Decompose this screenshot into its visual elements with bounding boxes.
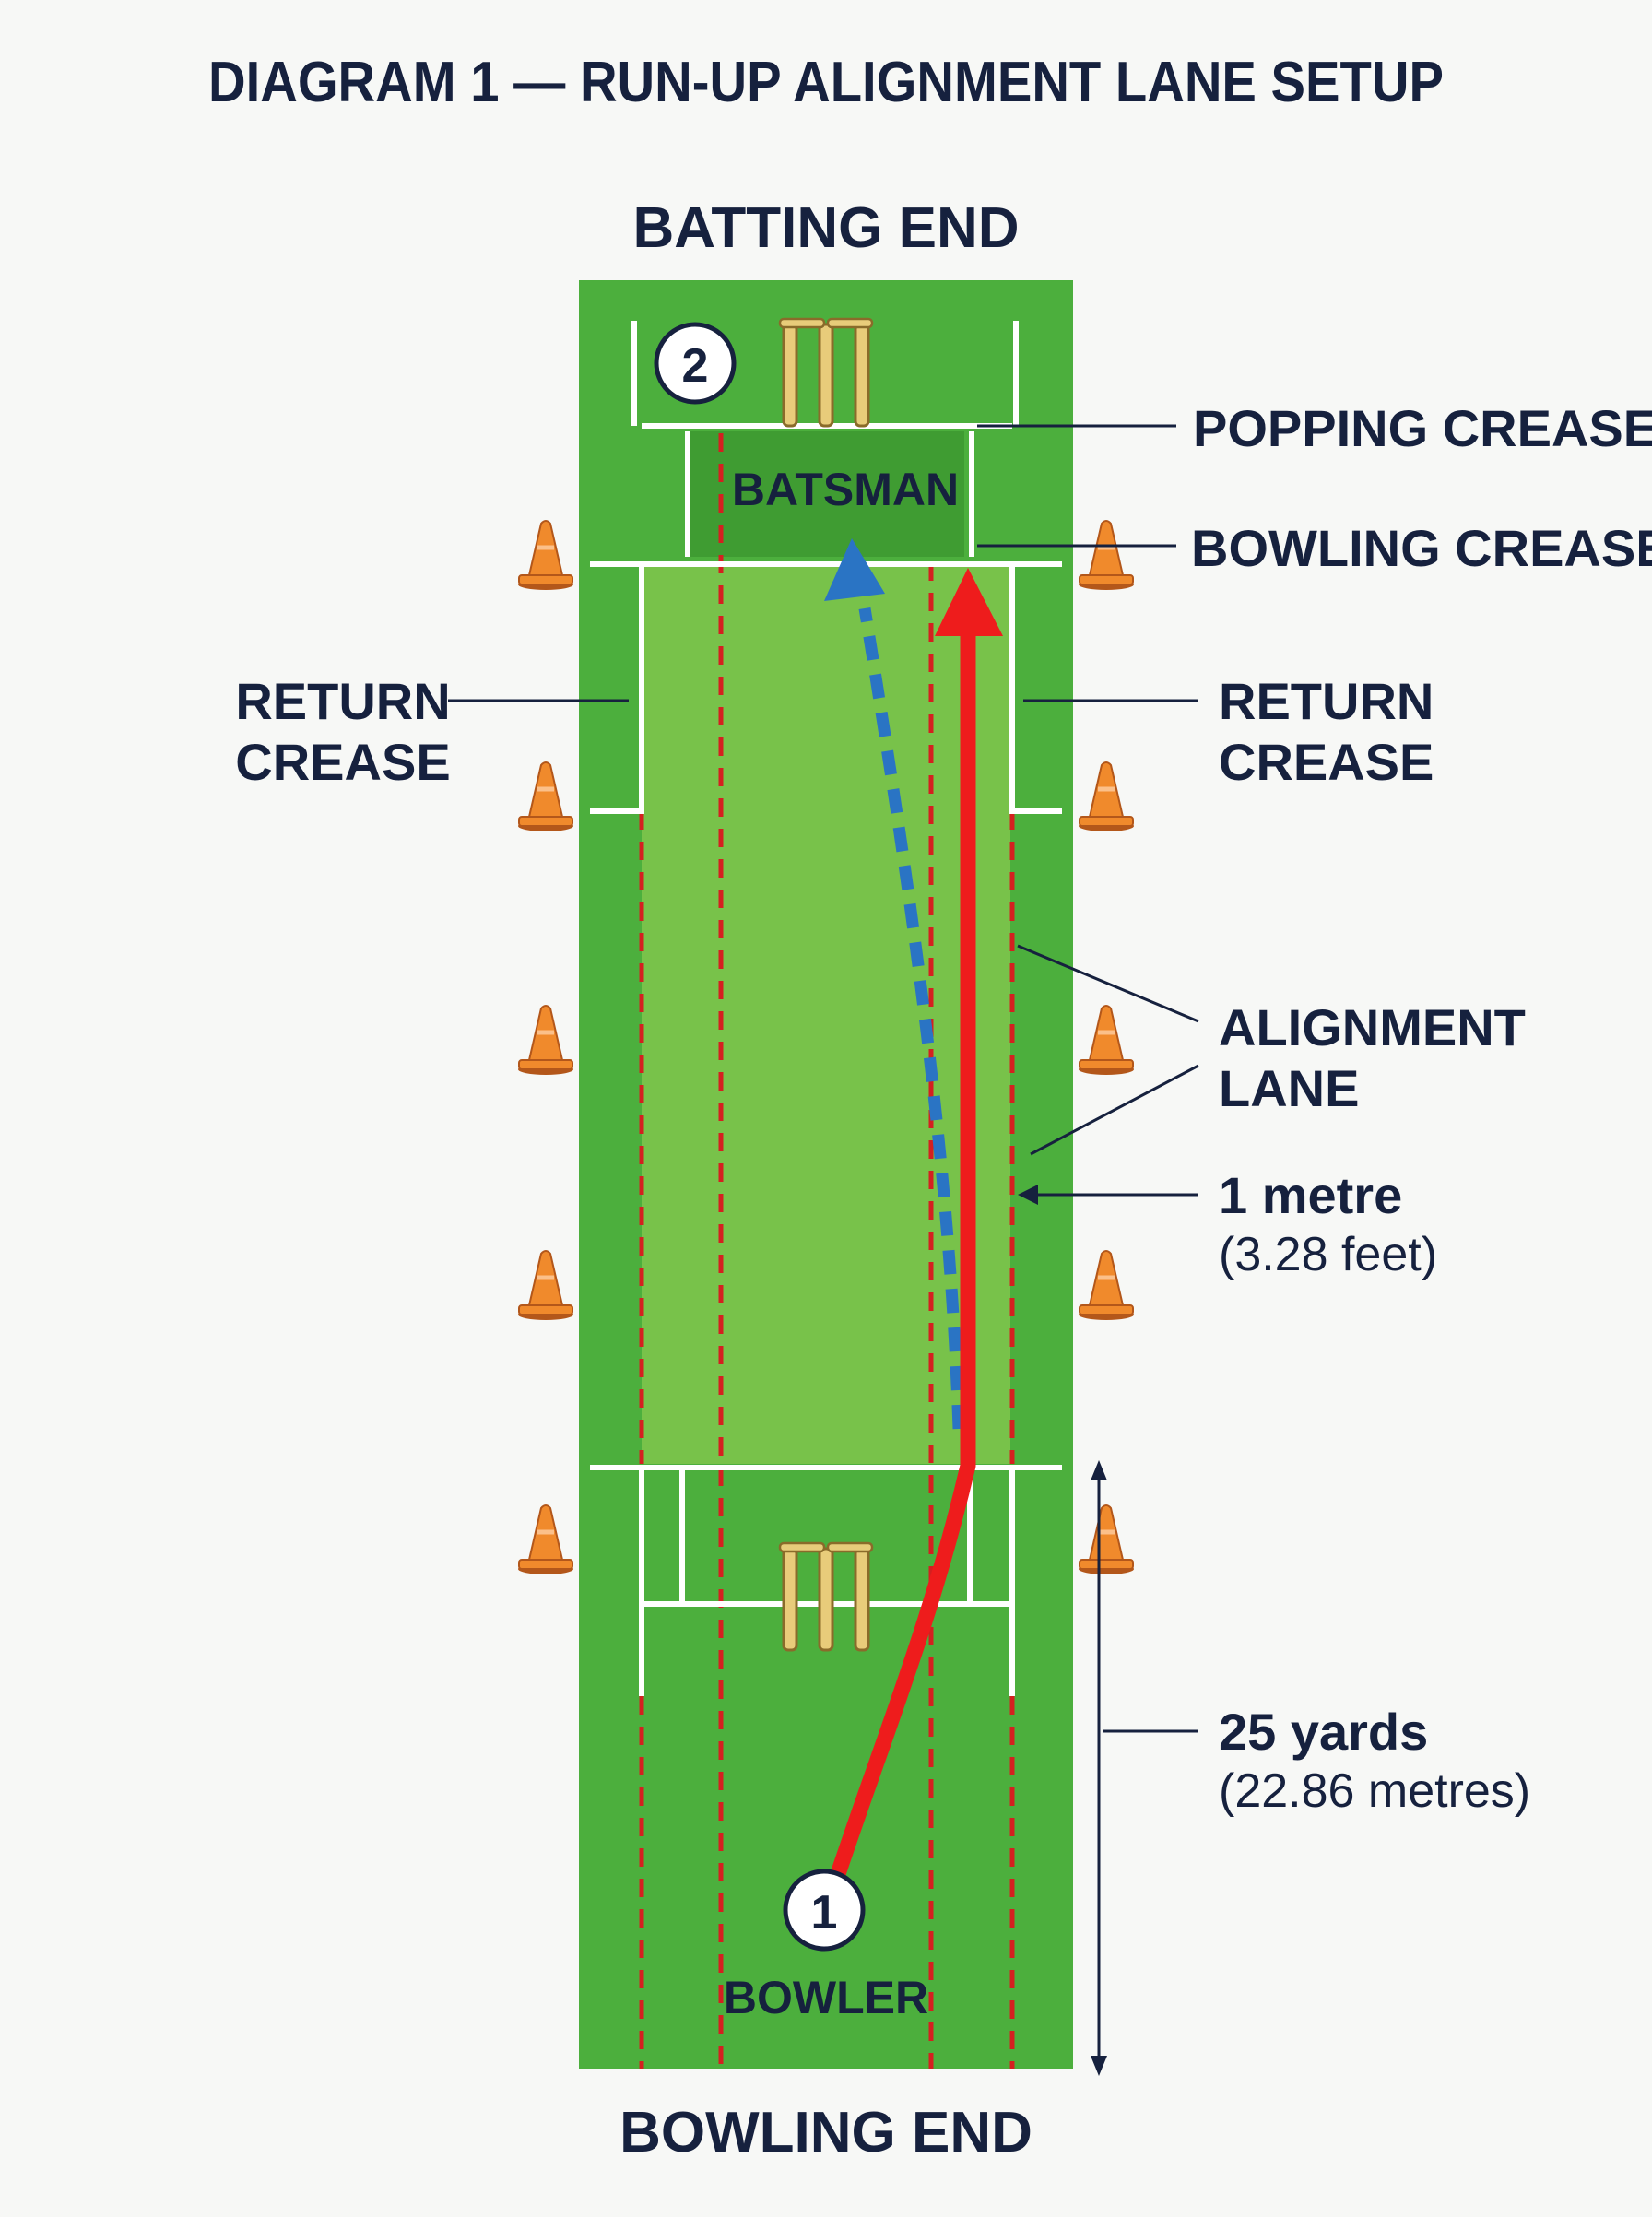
bowling-crease-label: BOWLING CREASE: [1191, 519, 1652, 577]
bowling-end-label: BOWLING END: [620, 2101, 1032, 2164]
top-return-crease-left-lower: [590, 564, 644, 814]
cone-icon: [1079, 521, 1134, 590]
arrow-head-icon: [824, 538, 885, 601]
delivery-path: [824, 538, 965, 1430]
player-marker-icon: [783, 1869, 866, 1952]
alignment-lane-label-line2: LANE: [1219, 1059, 1359, 1117]
lane-width-sub: (3.28 feet): [1219, 1228, 1437, 1281]
pitch-center-strip: [642, 564, 1010, 1464]
cone-icon: [518, 521, 573, 590]
alignment-lane-label-line1: ALIGNMENT: [1219, 998, 1526, 1056]
top-stumps-icon: [778, 317, 874, 428]
arrow-head-icon: [1091, 2056, 1107, 2076]
alignment-lane-lines: [639, 433, 1015, 2069]
cone-icon: [518, 1505, 573, 1574]
pitch: [579, 280, 1073, 2069]
pitch-length-sub: (22.86 metres): [1219, 1764, 1530, 1818]
bottom-stumps-icon: [778, 1541, 874, 1652]
return-crease-left-label-line2: CREASE: [235, 733, 450, 791]
cone-icon: [1079, 1505, 1134, 1574]
batsman-box: [688, 431, 964, 557]
pitch-length-dimension: [1091, 1460, 1107, 2076]
alignment-lane-leader-2: [1030, 1064, 1199, 1156]
lane-width-value: 1 metre: [1219, 1166, 1402, 1224]
cone-icon: [1079, 762, 1134, 831]
alignment-lane-leader-1: [1017, 944, 1199, 1023]
bowler-label: BOWLER: [724, 1972, 928, 2023]
cone-icon: [1079, 1006, 1134, 1075]
return-crease-right-label-line2: CREASE: [1219, 733, 1434, 791]
batsman-number: 2: [682, 339, 709, 393]
return-crease-left-label-line1: RETURN: [235, 672, 450, 730]
run-up-path-line: [829, 619, 976, 1885]
arrow-head-icon: [1091, 1460, 1107, 1480]
delivery-path-line: [858, 607, 965, 1430]
cone-icon: [518, 1006, 573, 1075]
run-up-path: [829, 568, 1003, 1885]
player-marker-icon: [654, 322, 737, 405]
return-crease-right-label-line1: RETURN: [1219, 672, 1434, 730]
top-return-crease-right-lower: [1009, 564, 1062, 814]
diagram-title: DIAGRAM 1 — RUN-UP ALIGNMENT LANE SETUP: [208, 51, 1444, 114]
arrow-head-icon: [935, 568, 1003, 636]
bowler-number: 1: [811, 1886, 838, 1940]
pitch-length-value: 25 yards: [1219, 1703, 1428, 1761]
cone-icon: [518, 762, 573, 831]
cone-icon: [518, 1251, 573, 1320]
batsman-marker: 2 BATSMAN: [654, 322, 959, 515]
batting-end-label: BATTING END: [632, 196, 1019, 260]
batsman-label: BATSMAN: [732, 464, 959, 515]
leader-lines: [448, 424, 1199, 1733]
cone-icon: [1079, 1251, 1134, 1320]
lane-width-arrow-icon: [1018, 1185, 1038, 1205]
popping-crease-label: POPPING CREASE: [1193, 399, 1652, 457]
bowler-marker: 1 BOWLER: [724, 1869, 928, 2023]
